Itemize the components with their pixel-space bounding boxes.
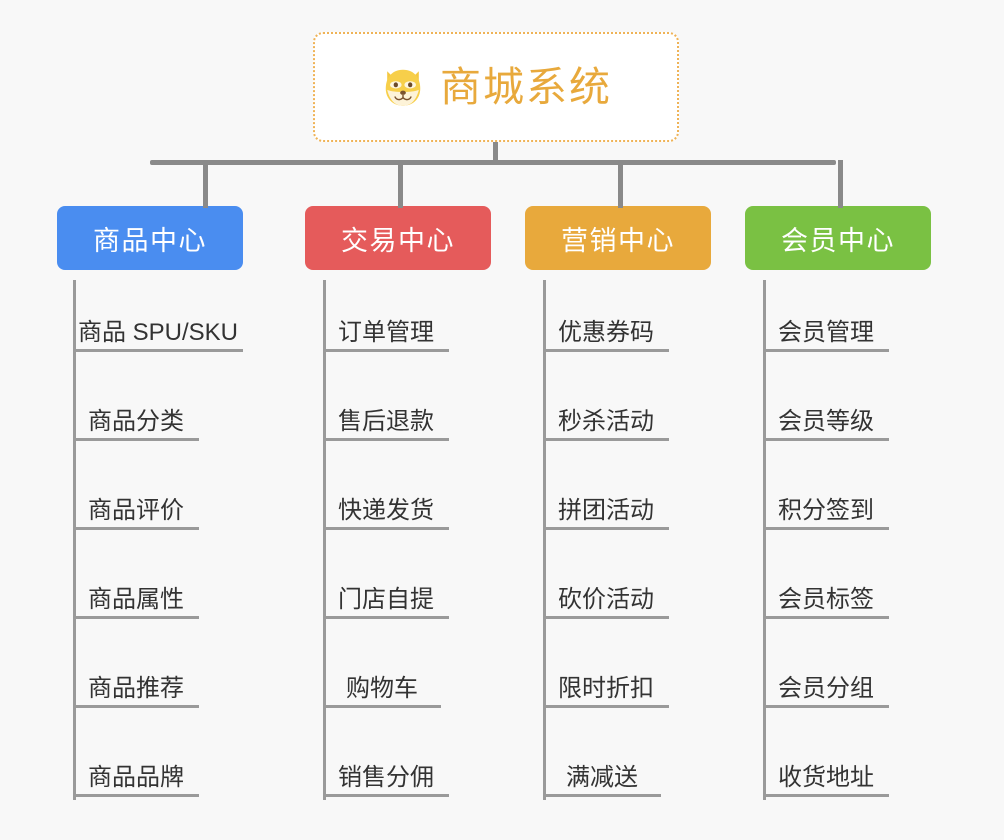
leaf-label: 商品推荐: [88, 674, 184, 702]
leaf-label: 限时折扣: [558, 674, 654, 702]
branch-header-marketing-center[interactable]: 营销中心: [525, 206, 711, 270]
branch-header-product-center[interactable]: 商品中心: [57, 206, 243, 270]
leaf-underline: [323, 438, 449, 441]
leaf-label: 购物车: [346, 674, 418, 702]
leaf-label: 拼团活动: [558, 496, 654, 524]
leaf-label: 满减送: [566, 763, 638, 791]
leaf-label: 会员标签: [778, 585, 874, 613]
leaf-underline: [543, 616, 669, 619]
branch-spine-marketing-center: [543, 280, 546, 800]
leaf-underline: [73, 349, 243, 352]
branch-spine-member-center: [763, 280, 766, 800]
leaf-label: 商品 SPU/SKU: [77, 318, 239, 346]
branch-spine-trade-center: [323, 280, 326, 800]
root-node[interactable]: 商城系统: [313, 32, 679, 142]
leaf-label: 快递发货: [338, 496, 434, 524]
leaf-underline: [73, 794, 199, 797]
leaf-underline: [323, 616, 449, 619]
leaf-underline: [73, 705, 199, 708]
dog-face-emoji: [380, 64, 426, 110]
leaf-label: 销售分佣: [338, 763, 434, 791]
leaf-underline: [763, 616, 889, 619]
leaf-underline: [763, 794, 889, 797]
leaf-label: 会员等级: [778, 407, 874, 435]
leaf-label: 砍价活动: [558, 585, 654, 613]
connector-drop-product-center: [203, 160, 208, 208]
leaf-label: 秒杀活动: [558, 407, 654, 435]
root-connector-bar: [150, 160, 836, 165]
leaf-label: 商品评价: [88, 496, 184, 524]
root-connector-stem: [493, 142, 498, 164]
leaf-underline: [323, 794, 449, 797]
branch-header-trade-center[interactable]: 交易中心: [305, 206, 491, 270]
leaf-label: 订单管理: [338, 318, 434, 346]
leaf-underline: [763, 438, 889, 441]
leaf-underline: [323, 705, 441, 708]
leaf-label: 商品分类: [88, 407, 184, 435]
leaf-underline: [763, 527, 889, 530]
leaf-underline: [543, 794, 661, 797]
connector-drop-trade-center: [398, 160, 403, 208]
leaf-label: 商品品牌: [88, 763, 184, 791]
connector-drop-member-center: [838, 160, 843, 208]
leaf-label: 门店自提: [338, 585, 434, 613]
leaf-label: 优惠券码: [558, 318, 654, 346]
leaf-underline: [543, 349, 669, 352]
leaf-label: 会员管理: [778, 318, 874, 346]
leaf-underline: [323, 349, 449, 352]
leaf-label: 商品属性: [88, 585, 184, 613]
leaf-underline: [763, 705, 889, 708]
leaf-underline: [73, 616, 199, 619]
leaf-underline: [543, 438, 669, 441]
leaf-underline: [763, 349, 889, 352]
branch-header-member-center[interactable]: 会员中心: [745, 206, 931, 270]
leaf-label: 售后退款: [338, 407, 434, 435]
connector-drop-marketing-center: [618, 160, 623, 208]
branch-spine-product-center: [73, 280, 76, 800]
leaf-label: 收货地址: [778, 763, 874, 791]
leaf-underline: [543, 705, 669, 708]
leaf-label: 会员分组: [778, 674, 874, 702]
leaf-underline: [73, 527, 199, 530]
root-title: 商城系统: [440, 63, 612, 110]
leaf-underline: [323, 527, 449, 530]
leaf-underline: [543, 527, 669, 530]
leaf-label: 积分签到: [778, 496, 874, 524]
leaf-underline: [73, 438, 199, 441]
